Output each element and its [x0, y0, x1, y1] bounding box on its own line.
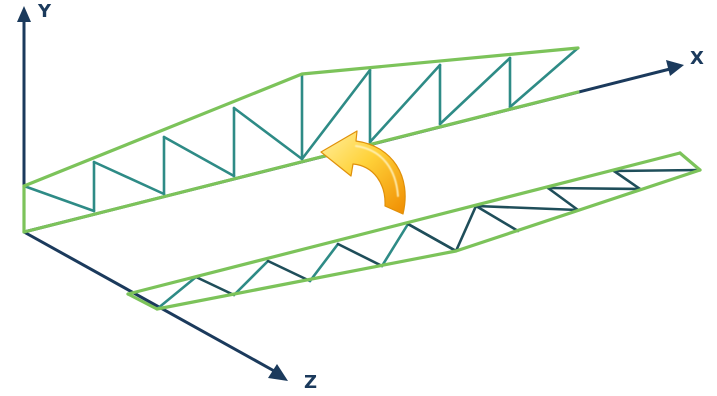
flat-truss-chords [126, 151, 702, 311]
flat-truss-front-chord [155, 168, 702, 311]
curved-arrow-icon [320, 130, 406, 215]
x-axis-arrowhead [666, 60, 684, 76]
upright-truss-top-chord [22, 46, 580, 188]
y-axis-arrowhead [17, 6, 31, 22]
flat-truss-back-chord [126, 151, 682, 296]
flat-truss-far-end-member [678, 151, 702, 172]
z-axis-arrowhead [268, 364, 288, 381]
flat-truss-web [155, 168, 702, 311]
flat-truss [126, 151, 702, 311]
upright-truss-chords [22, 46, 580, 234]
upright-truss [22, 46, 580, 234]
z-axis-line [23, 230, 277, 374]
z-axis-label: Z [304, 372, 318, 393]
upright-truss-bottom-chord [22, 90, 580, 234]
x-axis-label: X [690, 48, 704, 69]
upright-truss-web [22, 46, 580, 213]
flat-truss-end-member [126, 292, 159, 311]
axes [17, 6, 684, 381]
y-axis-label: Y [38, 1, 52, 22]
